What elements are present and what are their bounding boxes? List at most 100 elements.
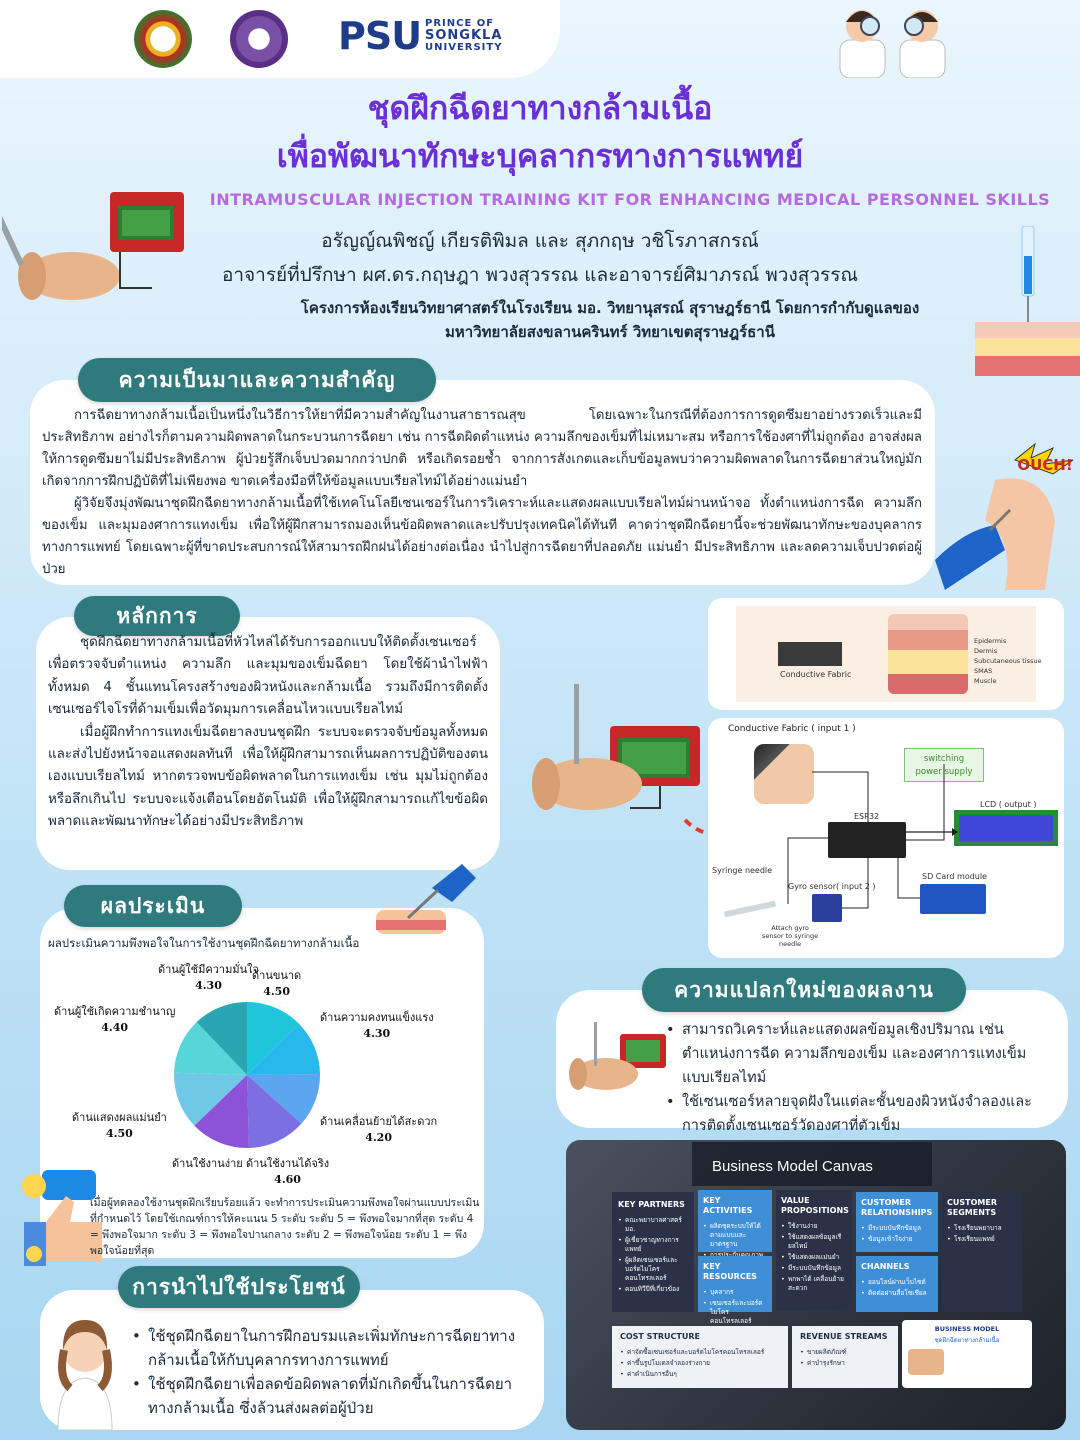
- conductive-fabric-label: Conductive Fabric: [780, 670, 852, 679]
- pie-value-label: 4.30: [363, 1027, 391, 1040]
- application-item: ใช้ชุดฝึกฉีดยาเพื่อลดข้อผิดพลาดที่มักเกิ…: [130, 1372, 530, 1420]
- skin-layer-diagram: Conductive Fabric Epidermis Dermis Subcu…: [708, 598, 1064, 710]
- chart-caption: ผลประเมินความพึงพอใจในการใช้งานชุดฝึกฉีด…: [48, 936, 360, 950]
- bmc-business-model-card: BUSINESS MODEL ชุดฝึกฉีดยาทางกล้ามเนื้อ: [902, 1320, 1032, 1388]
- pie-category-label: ด้านผู้ใช้มีความมั่นใจ: [158, 963, 259, 976]
- pie-slice: [196, 1002, 247, 1075]
- bmc-title-bar: [692, 1142, 932, 1186]
- syringe-needle-label: Syringe needle: [712, 866, 773, 875]
- gyro-label: Gyro sensor( input 2 ): [788, 882, 876, 891]
- bmc-customer-relationships: CUSTOMER RELATIONSHIPS มีระบบบันทึกข้อมู…: [856, 1192, 938, 1252]
- pie-value-label: 4.50: [106, 1127, 133, 1140]
- bmc-value-propositions: VALUE PROPOSITIONS ใช้งานง่ายใช้แสดงผลข้…: [776, 1190, 852, 1310]
- pie-value-label: 4.60: [274, 1173, 301, 1186]
- students: อรัญญ์ณพิชญ์ เกียรติพิมล และ สุภกฤษ วชิโ…: [321, 230, 759, 252]
- pie-label: ด้านใช้งานง่าย: [172, 1156, 243, 1172]
- lcd-module: [954, 810, 1058, 846]
- pie-value-label: 4.20: [365, 1131, 392, 1144]
- pie-category-label: ด้านความคงทนแข็งแรง: [320, 1011, 434, 1024]
- pie-value-label: 4.30: [195, 979, 222, 992]
- nurse-illustration: [57, 1320, 113, 1430]
- circuit-wires: [787, 764, 958, 909]
- conductive-fabric-input-label: Conductive Fabric ( input 1 ): [728, 724, 856, 734]
- ouch-text: OUCH!: [1017, 456, 1072, 474]
- esp32-board: [828, 822, 906, 858]
- pie-slice: [174, 1022, 247, 1075]
- circuit-diagram: Conductive Fabric ( input 1 ) switching …: [708, 718, 1064, 958]
- principle-panel: [36, 617, 500, 870]
- background-text: การฉีดยาทางกล้ามเนื้อเป็นหนึ่งในวิธีการใ…: [42, 405, 922, 581]
- pie-label: ด้านใช้งานได้จริง 4.60: [246, 1156, 329, 1188]
- principle-p2: เมื่อผู้ฝึกทำการแทงเข็มฉีดยาลงบนชุดฝึก ร…: [48, 724, 488, 830]
- application-list: ใช้ชุดฝึกฉีดยาในการฝึกอบรมและเพิ่มทักษะก…: [130, 1324, 530, 1420]
- background-p2: ผู้วิจัยจึงมุ่งพัฒนาชุดฝึกฉีดยาทางกล้ามเ…: [42, 496, 922, 577]
- pie-slice: [247, 1023, 320, 1075]
- attach-note: Attach gyro sensor to syringe needle: [762, 924, 819, 948]
- pie-label: ด้านเคลื่อนย้ายได้สะดวก 4.20: [320, 1114, 437, 1146]
- pie-category-label: ด้านเคลื่อนย้ายได้สะดวก: [320, 1115, 438, 1128]
- novelty-title: ความแปลกใหม่ของผลงาน: [642, 968, 966, 1012]
- school-logo: [134, 10, 192, 68]
- title-line1: ชุดฝึกฉีดยาทางกล้ามเนื้อ: [367, 89, 713, 127]
- psu-mark-logo: PSU: [338, 14, 422, 58]
- university-seal-logo: [230, 10, 288, 68]
- bmc-revenue-streams: REVENUE STREAMS ขายผลิตภัณฑ์ค่าบำรุงรักษ…: [792, 1326, 898, 1388]
- advisors: อาจารย์ที่ปรึกษา ผศ.ดร.กฤษฎา พวงสุวรรณ แ…: [221, 264, 859, 286]
- project-line1: โครงการห้องเรียนวิทยาศาสตร์ในโรงเรียน มอ…: [300, 299, 920, 317]
- background-title: ความเป็นมาและความสำคัญ: [78, 358, 436, 402]
- pie-label: ด้านแสดงผลแม่นยำ 4.50: [72, 1110, 167, 1142]
- bmc-key-activities: KEY ACTIVITIES ผลิตชุดระบบให้ได้ตามแบบแล…: [698, 1190, 772, 1260]
- skin-layer-labels: Epidermis Dermis Subcutaneous tissue SMA…: [974, 637, 1042, 685]
- evaluation-note: เมื่อผู้ทดลองใช้งานชุดฝึกเรียบร้อยแล้ว จ…: [90, 1197, 480, 1257]
- pie-slice: [174, 1072, 247, 1126]
- sd-card-module: [920, 884, 986, 914]
- pie-value-label: 4.50: [263, 985, 290, 998]
- doctors-illustration: [839, 10, 946, 78]
- pie-label: ด้านผู้ใช้มีความมั่นใจ 4.30: [158, 962, 259, 994]
- novelty-item: สามารถวิเคราะห์และแสดงผลข้อมูลเชิงปริมาณ…: [664, 1018, 1054, 1090]
- novelty-item: ใช้เซนเซอร์หลายจุดฝังในแต่ละชั้นของผิวหน…: [664, 1090, 1054, 1138]
- principle-title: หลักการ: [74, 596, 240, 636]
- injection-hand-illustration: [376, 864, 476, 934]
- background-p1: การฉีดยาทางกล้ามเนื้อเป็นหนึ่งในวิธีการใ…: [42, 408, 922, 489]
- bmc-key-partners: KEY PARTNERS คณะพยาบาลศาสตร์ มอ.ผู้เชี่ย…: [612, 1192, 694, 1312]
- lcd-label: LCD ( output ): [980, 800, 1037, 809]
- title-line2: เพื่อพัฒนาทักษะบุคลากรทางการแพทย์: [276, 137, 804, 175]
- satisfaction-pie-chart: [174, 1002, 320, 1148]
- principle-p1: ชุดฝึกฉีดยาทางกล้ามเนื้อที่หัวไหล่ได้รับ…: [48, 635, 488, 718]
- bmc-key-resources: KEY RESOURCES บุคลากรเซนเซอร์และบอร์ดไมโ…: [698, 1256, 772, 1325]
- bmc-channels: CHANNELS ออนไลน์ผ่านเว็บไซต์ติดต่อผ่านสื…: [856, 1256, 938, 1312]
- training-kit-illustration: [2, 192, 184, 300]
- bmc-title: Business Model Canvas: [712, 1158, 873, 1175]
- pie-category-label: ด้านผู้ใช้เกิดความชำนาญ: [54, 1005, 176, 1018]
- pie-slice: [247, 1075, 302, 1148]
- pie-label: ด้านความคงทนแข็งแรง 4.30: [320, 1010, 434, 1042]
- training-kit-middle-illustration: [532, 684, 700, 810]
- application-title: การนำไปใช้ประโยชน์: [118, 1266, 360, 1308]
- esp32-label: ESP32: [854, 812, 880, 821]
- psu-name-logo: PRINCE OF SONGKLA UNIVERSITY: [425, 18, 503, 53]
- pie-category-label: ด้านใช้งานได้จริง: [246, 1157, 330, 1170]
- pie-value-label: 4.40: [101, 1021, 129, 1034]
- principle-text: ชุดฝึกฉีดยาทางกล้ามเนื้อที่หัวไหล่ได้รับ…: [48, 632, 488, 834]
- project-line2: มหาวิทยาลัยสงขลานครินทร์ วิทยาเขตสุราษฎร…: [445, 323, 775, 341]
- application-item: ใช้ชุดฝึกฉีดยาในการฝึกอบรมและเพิ่มทักษะก…: [130, 1324, 530, 1372]
- background-panel: [30, 380, 935, 585]
- syringe-skin-illustration: [975, 226, 1080, 376]
- novelty-kit-illustration: [569, 1022, 666, 1090]
- pie-slice: [247, 1074, 320, 1124]
- business-model-canvas: Business Model Canvas KEY PARTNERS คณะพย…: [566, 1140, 1066, 1430]
- pie-category-label: ด้านแสดงผลแม่นยำ: [72, 1111, 167, 1124]
- pie-label: ด้านผู้ใช้เกิดความชำนาญ 4.40: [54, 1004, 175, 1036]
- thumbs-up-illustration: [22, 1170, 102, 1266]
- evaluation-title: ผลประเมิน: [64, 885, 242, 927]
- pie-slice: [194, 1075, 249, 1148]
- sd-card-label: SD Card module: [922, 872, 988, 881]
- bmc-cost-structure: COST STRUCTURE ค่าจัดซื้อเซนเซอร์และบอร์…: [612, 1326, 788, 1388]
- bmc-customer-segments: CUSTOMER SEGMENTS โรงเรียนพยาบาลโรงเรียน…: [942, 1192, 1022, 1312]
- gyro-module: [812, 894, 842, 922]
- injection-ouch-illustration: OUCH!: [935, 442, 1074, 590]
- pie-category-label: ด้านใช้งานง่าย: [172, 1157, 243, 1170]
- title-en: INTRAMUSCULAR INJECTION TRAINING KIT FOR…: [209, 190, 1051, 209]
- pie-slice: [247, 1002, 300, 1075]
